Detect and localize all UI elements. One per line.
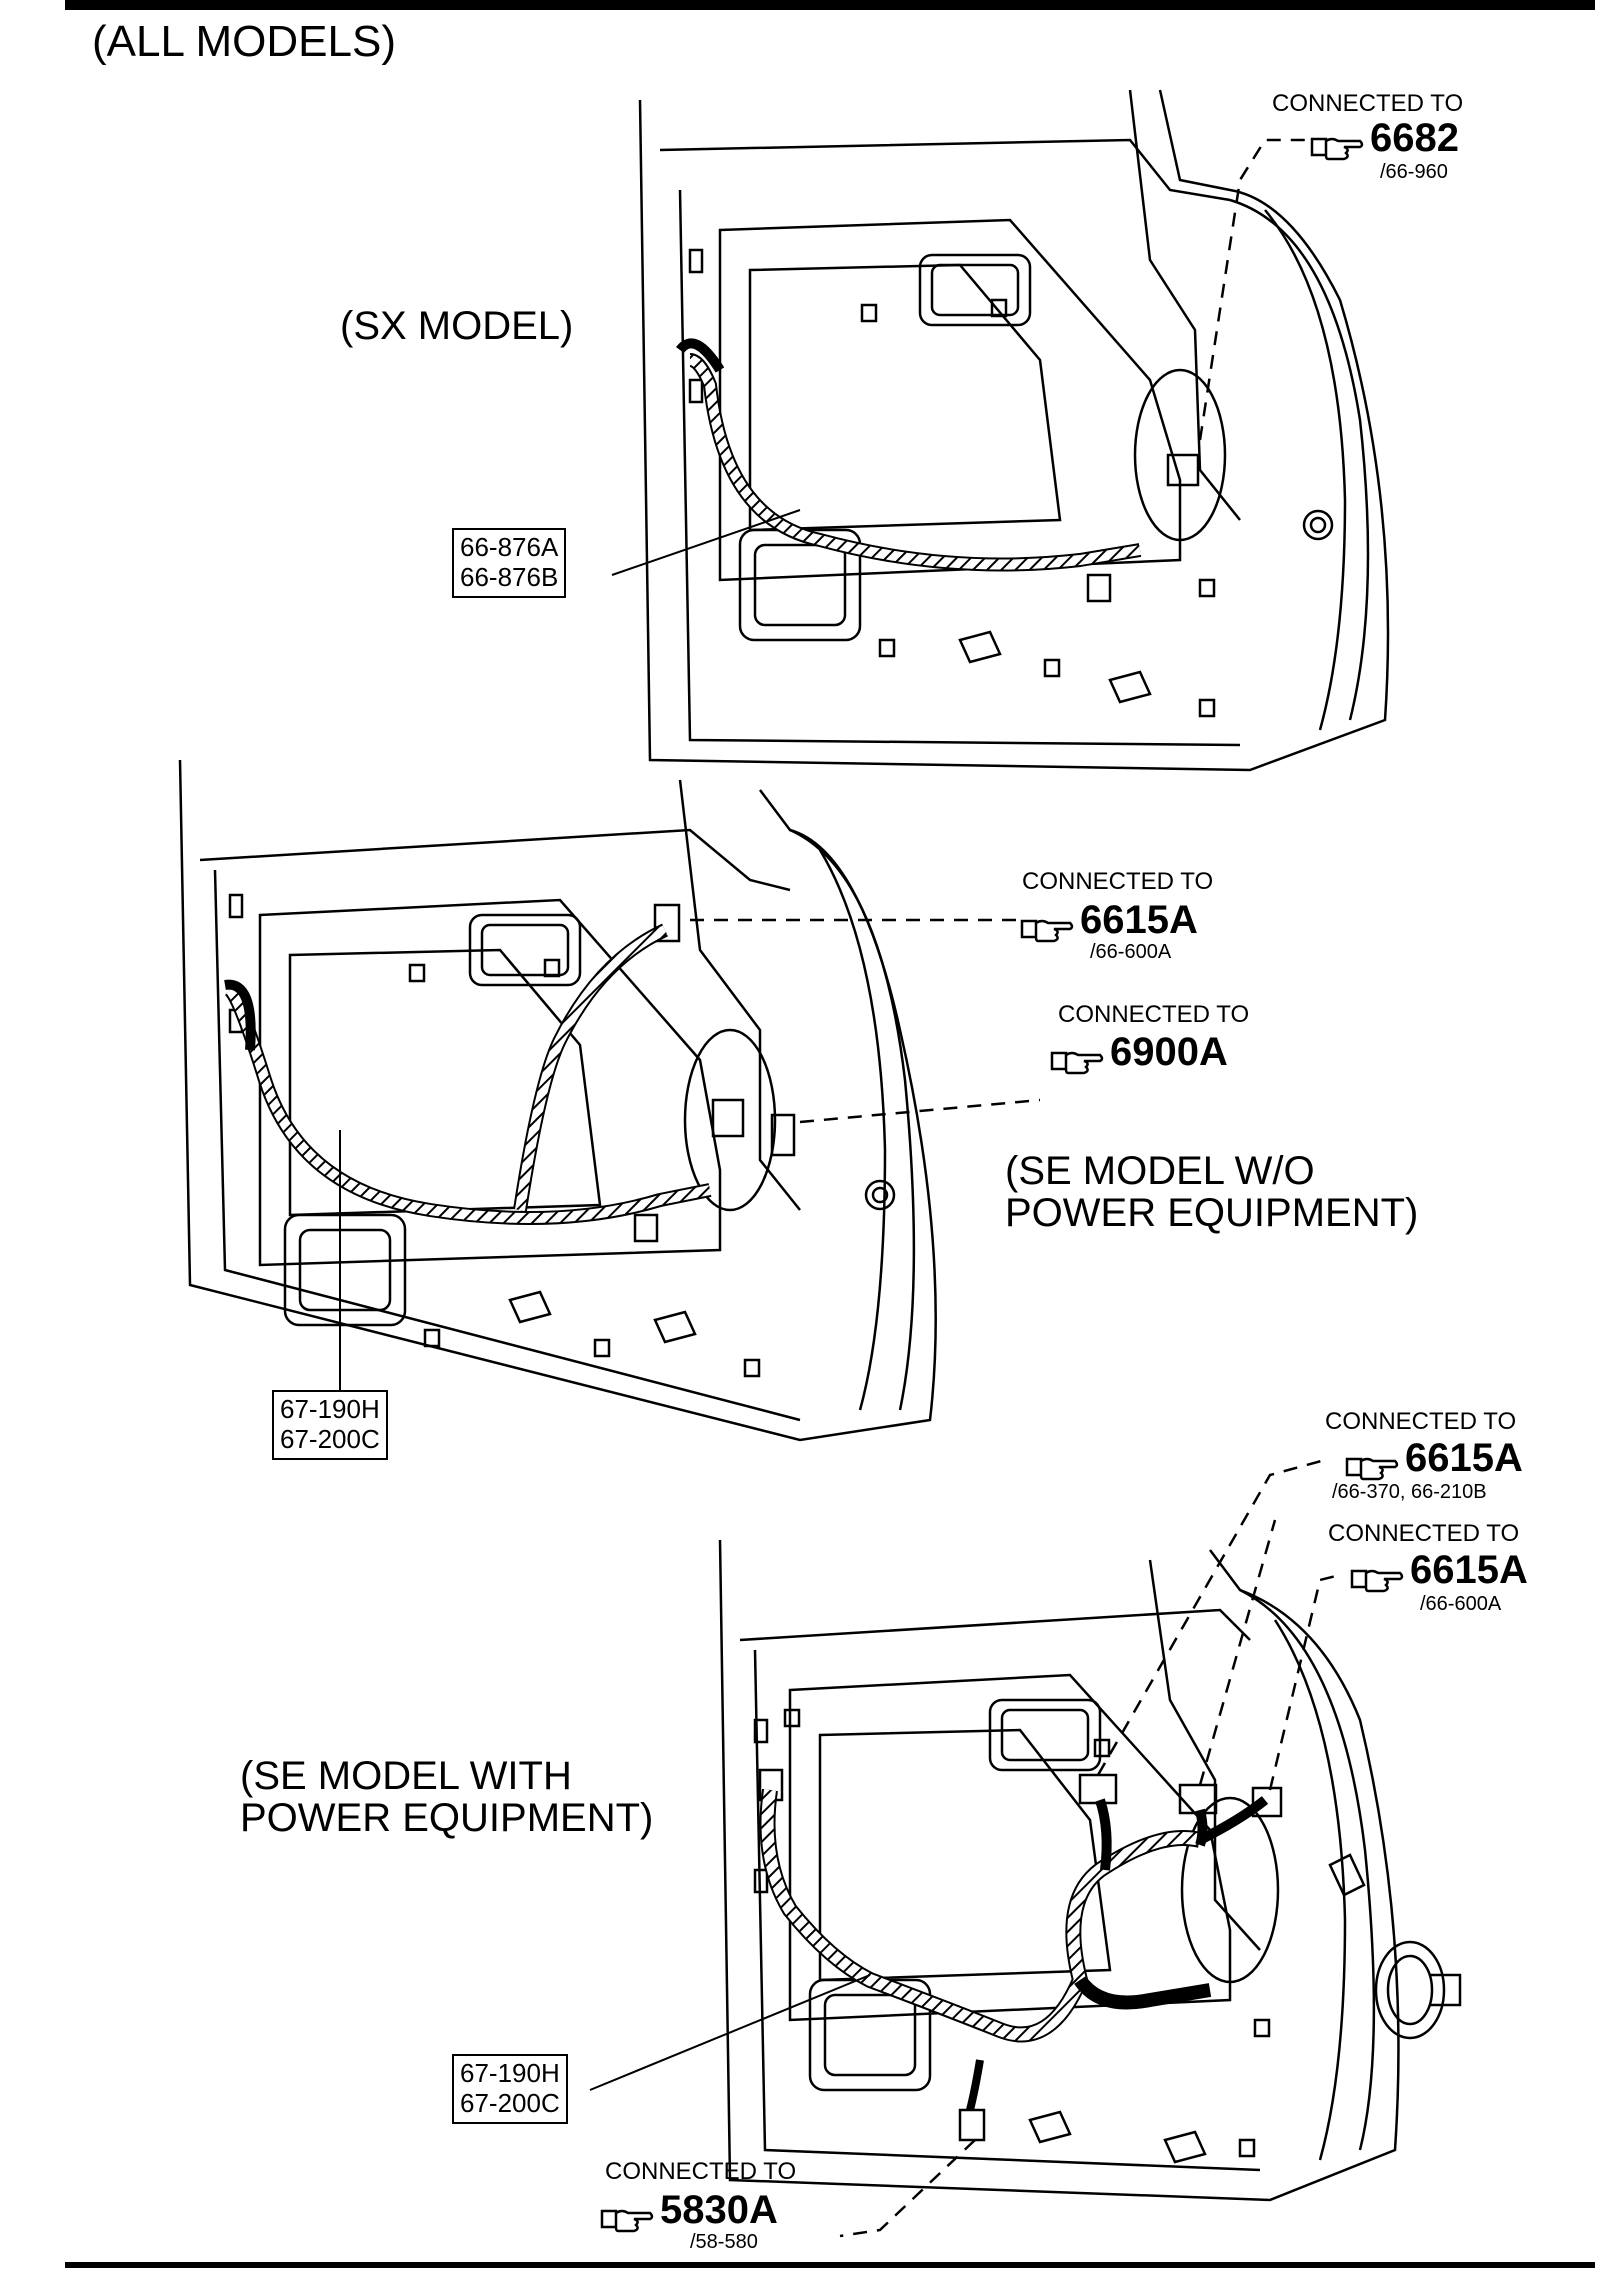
se-with-part-box: 67-190H 67-200C <box>452 2054 568 2124</box>
sx-door-drawing <box>638 89 1390 772</box>
se-wo-conn2-ref[interactable]: 6900A <box>1050 1032 1228 1075</box>
se-wo-model-line-2: POWER EQUIPMENT) <box>1005 1191 1419 1235</box>
se-wo-model-line-1: (SE MODEL W/O <box>1005 1149 1315 1193</box>
pointing-hand-icon <box>1350 1569 1404 1593</box>
se-wo-conn2-code: 6900A <box>1110 1030 1228 1074</box>
se-wo-door-drawing <box>178 759 937 1442</box>
se-with-conn1-sub: /66-370, 66-210B <box>1332 1481 1487 1503</box>
pointing-hand-icon <box>1050 1051 1104 1075</box>
se-with-part-1: 67-190H <box>460 2058 560 2088</box>
se-wo-model-label: (SE MODEL W/O POWER EQUIPMENT) <box>1005 1150 1418 1234</box>
se-with-conn1-code: 6615A <box>1405 1436 1523 1480</box>
sx-part-1: 66-876A <box>460 532 559 562</box>
bottom-rule <box>65 2262 1595 2268</box>
se-with-conn1-label: CONNECTED TO <box>1325 1408 1517 1435</box>
sx-conn-label: CONNECTED TO <box>1272 90 1464 117</box>
sx-conn-ref[interactable]: 6682 <box>1310 118 1459 161</box>
se-with-model-line-2: POWER EQUIPMENT) <box>240 1796 654 1840</box>
se-with-conn2-sub: /66-600A <box>1420 1593 1502 1615</box>
se-wo-conn1-code: 6615A <box>1080 898 1198 942</box>
se-wo-part-box: 67-190H 67-200C <box>272 1390 388 1460</box>
pointing-hand-icon <box>1345 1457 1399 1481</box>
se-with-conn3-code: 5830A <box>660 2188 778 2232</box>
se-with-conn3-label: CONNECTED TO <box>605 2158 797 2185</box>
sx-model-label: (SX MODEL) <box>340 304 574 348</box>
se-with-part-2: 67-200C <box>460 2087 560 2118</box>
top-rule <box>65 0 1595 10</box>
se-with-model-label: (SE MODEL WITH POWER EQUIPMENT) <box>240 1755 653 1839</box>
sx-conn-code: 6682 <box>1370 116 1459 160</box>
se-wo-conn2-label: CONNECTED TO <box>1058 1001 1250 1028</box>
se-wo-conn1-label: CONNECTED TO <box>1022 868 1214 895</box>
pointing-hand-icon <box>1020 919 1074 943</box>
sx-part-2: 66-876B <box>460 561 559 592</box>
se-with-conn3-sub: /58-580 <box>690 2231 758 2253</box>
se-with-model-line-1: (SE MODEL WITH <box>240 1754 572 1798</box>
se-with-conn2-label: CONNECTED TO <box>1328 1520 1520 1547</box>
se-wo-conn1-sub: /66-600A <box>1090 941 1172 963</box>
pointing-hand-icon <box>600 2209 654 2233</box>
se-with-conn2-code: 6615A <box>1410 1548 1528 1592</box>
se-with-conn3-ref[interactable]: 5830A <box>600 2190 778 2233</box>
page-heading: (ALL MODELS) <box>92 17 397 66</box>
sx-part-box: 66-876A 66-876B <box>452 528 567 598</box>
sx-conn-sub: /66-960 <box>1380 161 1448 183</box>
se-wo-part-1: 67-190H <box>280 1394 380 1424</box>
se-wo-conn1-ref[interactable]: 6615A <box>1020 900 1198 943</box>
se-with-conn1-ref[interactable]: 6615A <box>1345 1438 1523 1481</box>
se-wo-part-2: 67-200C <box>280 1423 380 1454</box>
pointing-hand-icon <box>1310 137 1364 161</box>
se-with-conn2-ref[interactable]: 6615A <box>1350 1550 1528 1593</box>
